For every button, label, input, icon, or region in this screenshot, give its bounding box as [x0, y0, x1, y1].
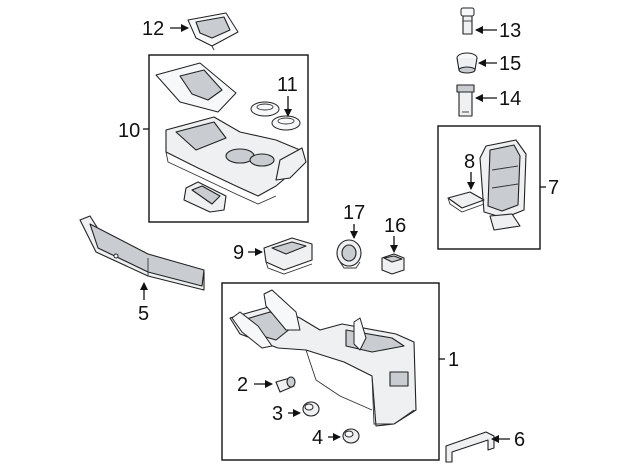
callout-labels: 12 11 10 13 15 14 8 7 5 9 17 16 1 2 3 4 …	[118, 18, 559, 451]
part-1-console-body	[229, 289, 417, 427]
callout-16: 16	[384, 215, 406, 237]
part-6-retaining-clip	[445, 431, 495, 463]
callout-14: 14	[499, 88, 521, 110]
callout-1: 1	[448, 349, 459, 371]
callout-3: 3	[272, 403, 283, 425]
part-4-cap	[342, 428, 360, 444]
part-15-socket-cap	[456, 52, 478, 74]
group-frame-top-panel	[148, 54, 309, 223]
callout-17: 17	[343, 202, 365, 224]
part-13-lighter-element	[460, 7, 475, 35]
callout-9: 9	[233, 242, 244, 264]
callout-13: 13	[499, 20, 521, 42]
callout-15: 15	[499, 53, 521, 75]
callout-8: 8	[464, 151, 475, 173]
part-5-side-trim-panel	[79, 215, 205, 291]
callout-11: 11	[277, 74, 298, 96]
part-9-storage-tray	[263, 237, 313, 275]
part-2-pin	[275, 376, 296, 393]
callout-7: 7	[548, 177, 559, 199]
part-7-rear-bracket	[479, 139, 527, 231]
leader-lines	[140, 24, 546, 443]
callout-5: 5	[138, 303, 149, 325]
part-14-power-socket	[456, 84, 475, 117]
part-11-cup-holder-rings	[250, 101, 301, 131]
group-frame-console-body	[221, 282, 440, 461]
callout-10: 10	[118, 120, 140, 142]
part-8-bracket-pad	[447, 191, 485, 213]
callout-6: 6	[514, 429, 525, 451]
part-10-console-top-panel	[155, 62, 307, 205]
part-10-small-insert	[183, 181, 227, 213]
part-17-connector	[336, 239, 362, 269]
callout-12: 12	[142, 18, 164, 40]
part-3-plug	[302, 401, 320, 417]
part-16-switch	[381, 253, 405, 275]
callout-4: 4	[312, 427, 323, 449]
part-12-bezel	[187, 12, 239, 51]
callout-2: 2	[237, 374, 248, 396]
